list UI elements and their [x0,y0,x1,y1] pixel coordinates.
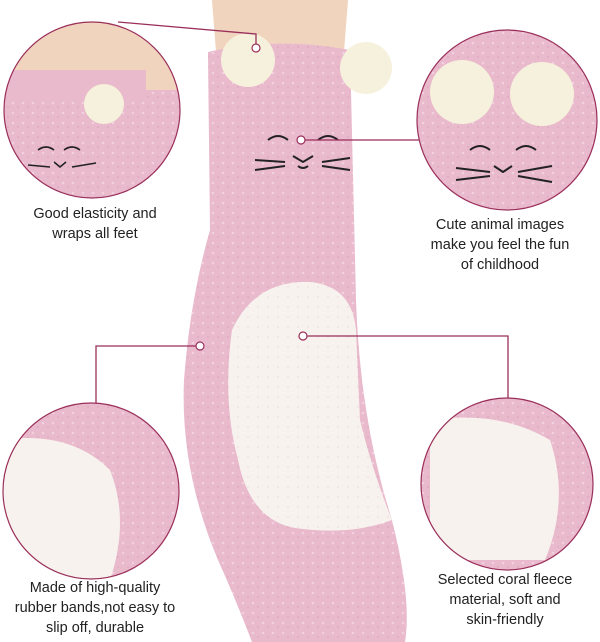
caption-rubber-bands: Made of high-quality rubber bands,not ea… [0,578,190,638]
caption-line: Selected coral fleece [437,572,573,588]
caption-elasticity: Good elasticity and wraps all feet [0,204,190,244]
zoom-circle-cuff [3,21,181,199]
caption-line: Good elasticity and [33,206,157,222]
caption-line: make you feel the fun [430,237,570,253]
cat-face-icon [254,135,351,171]
zoom-circle-fleece [420,397,594,571]
leader-lines [95,21,509,404]
caption-line: slip off, durable [45,620,145,636]
pompom-icon [221,33,275,87]
caption-animal-images: Cute animal images make you feel the fun… [400,215,600,275]
caption-line: Cute animal images [435,217,565,233]
main-sock [183,33,407,642]
caption-line: Made of high-quality [29,580,161,596]
caption-line: wraps all feet [52,226,138,242]
caption-line: material, soft and [449,592,561,608]
caption-line: of childhood [460,257,540,273]
zoom-circle-band [2,402,180,580]
caption-line: skin-friendly [466,612,544,628]
caption-line: rubber bands,not easy to [14,600,176,616]
zoom-circle-face [416,29,598,211]
caption-coral-fleece: Selected coral fleece material, soft and… [410,570,600,630]
